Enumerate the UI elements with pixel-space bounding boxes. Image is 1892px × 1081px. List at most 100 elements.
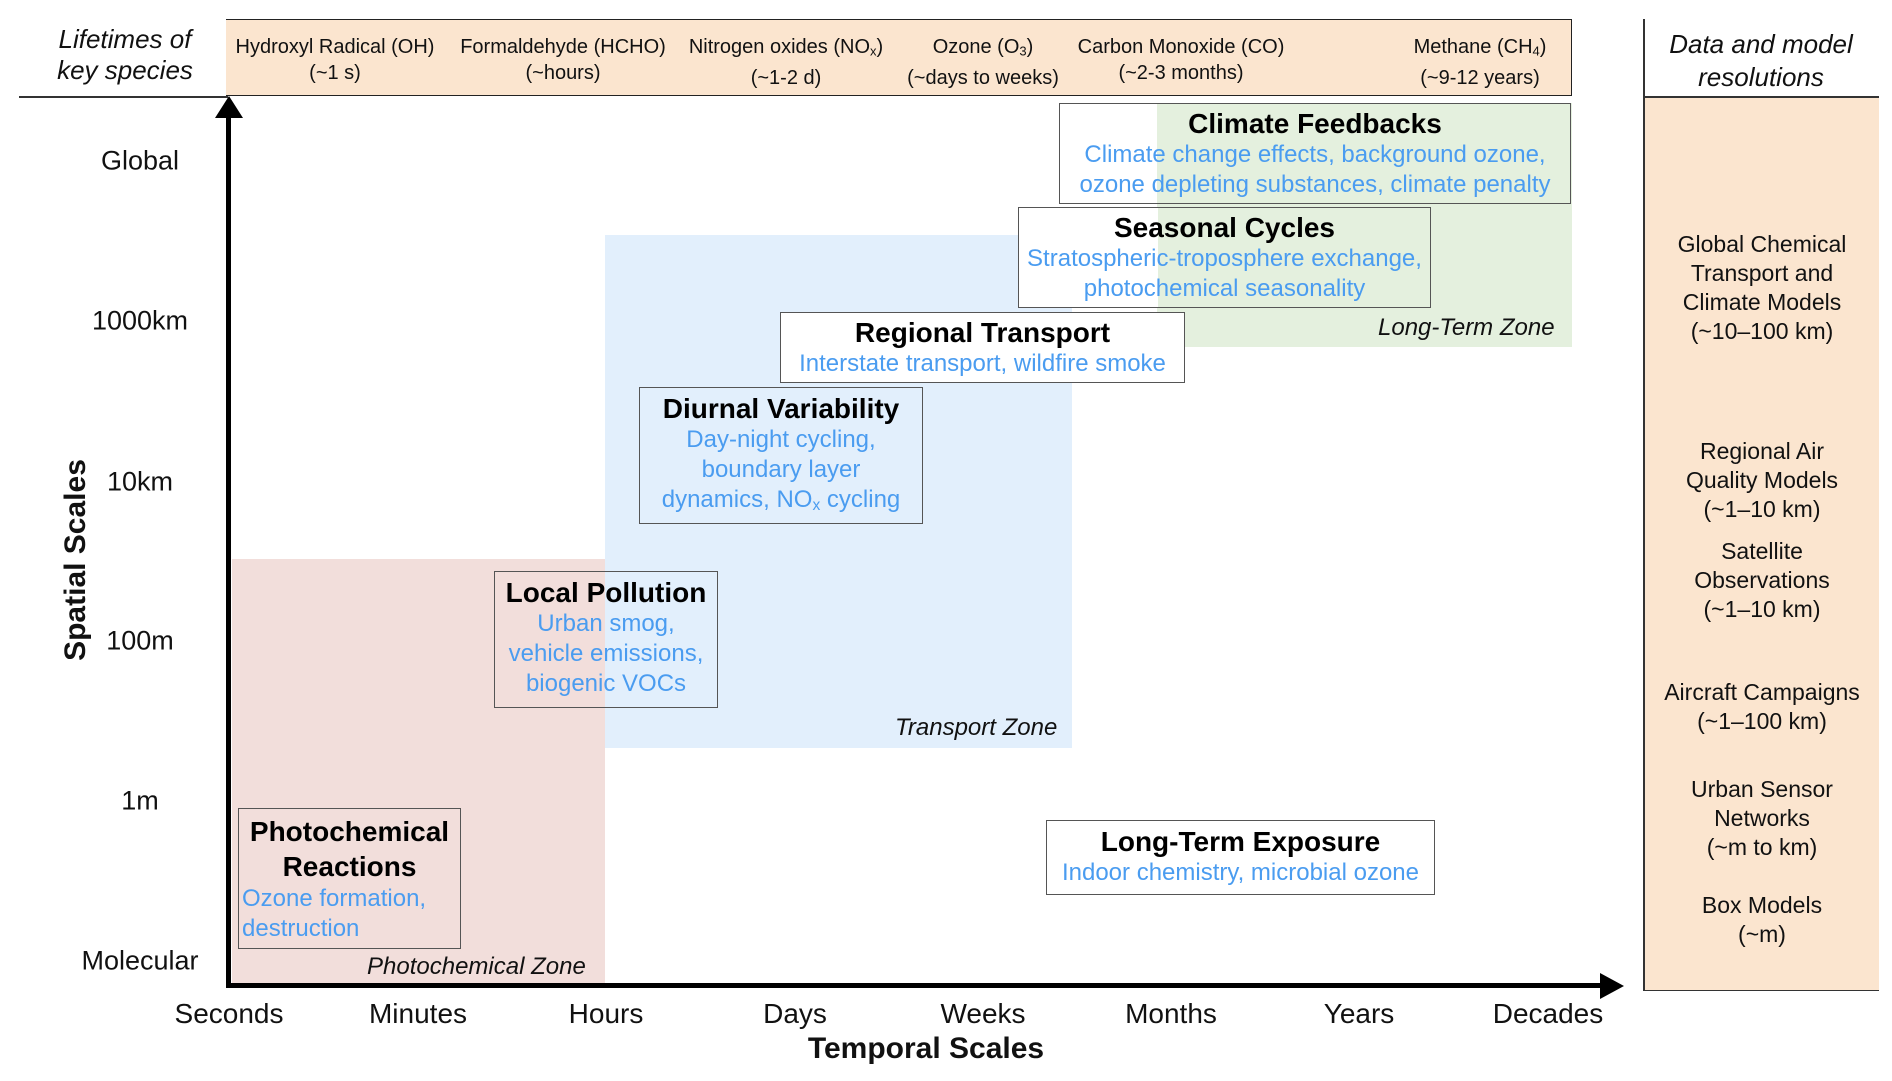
lifetimes-title-line2: key species bbox=[57, 55, 193, 85]
x-axis-line bbox=[226, 983, 1606, 988]
y-tick-1000km: 1000km bbox=[91, 305, 189, 336]
resolution-urban-sensors: Urban Sensor Networks (~m to km) bbox=[1645, 775, 1879, 862]
x-tick-hours: Hours bbox=[568, 998, 644, 1029]
species-lifetime: (~1 s) bbox=[309, 62, 361, 84]
x-tick-years: Years bbox=[1323, 998, 1395, 1029]
resolution-line: Regional Air bbox=[1699, 438, 1825, 464]
box-description: ozone depleting substances, climate pena… bbox=[1079, 171, 1551, 198]
resolution-box-models: Box Models (~m) bbox=[1645, 891, 1879, 949]
lifetimes-title-line1: Lifetimes of bbox=[58, 24, 192, 54]
long-term-zone-label: Long-Term Zone bbox=[1378, 314, 1555, 341]
box-description: photochemical seasonality bbox=[1083, 275, 1366, 302]
resolution-line: (~1–10 km) bbox=[1703, 496, 1821, 522]
box-title: Seasonal Cycles bbox=[1113, 212, 1336, 243]
local-pollution-box: Local Pollution Urban smog, vehicle emis… bbox=[494, 571, 718, 708]
photochemical-zone bbox=[232, 559, 605, 985]
resolutions-title-line2: resolutions bbox=[1698, 62, 1824, 92]
resolutions-title-line1: Data and model bbox=[1669, 29, 1853, 59]
species-oh: Hydroxyl Radical (OH) (~1 s) bbox=[236, 34, 435, 86]
resolution-line: Observations bbox=[1694, 567, 1830, 593]
box-title: Diurnal Variability bbox=[662, 393, 900, 424]
box-description: Interstate transport, wildfire smoke bbox=[799, 350, 1166, 377]
box-description: Indoor chemistry, microbial ozone bbox=[1061, 859, 1420, 886]
box-description: Urban smog, bbox=[537, 610, 675, 637]
header-divider-line bbox=[19, 96, 228, 98]
resolution-global-ctm: Global Chemical Transport and Climate Mo… bbox=[1645, 230, 1879, 346]
y-axis-line bbox=[226, 112, 231, 988]
desc-end: cycling bbox=[820, 486, 901, 513]
species-name: Nitrogen oxides (NOx) bbox=[689, 34, 883, 65]
desc-main: dynamics, NO bbox=[661, 486, 813, 513]
species-name: Carbon Monoxide (CO) bbox=[1077, 36, 1285, 58]
species-nox: Nitrogen oxides (NOx) (~1-2 d) bbox=[689, 34, 883, 91]
y-tick-global: Global bbox=[100, 145, 180, 176]
resolution-line: Transport and bbox=[1690, 260, 1834, 286]
resolution-line: Quality Models bbox=[1685, 467, 1839, 493]
box-title: Climate Feedbacks bbox=[1188, 108, 1442, 139]
resolution-line: Climate Models bbox=[1682, 289, 1842, 315]
box-description: Stratospheric-troposphere exchange, bbox=[1027, 245, 1422, 272]
resolution-line: Aircraft Campaigns bbox=[1664, 679, 1860, 705]
species-lifetime: (~9-12 years) bbox=[1420, 66, 1540, 89]
box-description: Climate change effects, background ozone… bbox=[1084, 141, 1546, 168]
species-name-end: ) bbox=[876, 36, 884, 58]
x-tick-days: Days bbox=[763, 998, 827, 1029]
box-description: Ozone formation, bbox=[242, 885, 427, 912]
resolutions-panel bbox=[1645, 98, 1879, 991]
x-tick-decades: Decades bbox=[1492, 998, 1604, 1029]
box-title: Regional Transport bbox=[854, 317, 1111, 348]
seasonal-cycles-box: Seasonal Cycles Stratospheric-tropospher… bbox=[1018, 207, 1431, 308]
x-axis-label: Temporal Scales bbox=[807, 1032, 1045, 1065]
x-axis-arrow-icon bbox=[1600, 973, 1624, 999]
species-co: Carbon Monoxide (CO) (~2-3 months) bbox=[1078, 34, 1285, 86]
species-hcho: Formaldehyde (HCHO) (~hours) bbox=[460, 34, 666, 86]
lifetimes-title: Lifetimes of key species bbox=[20, 24, 230, 86]
resolution-line: Box Models bbox=[1701, 892, 1823, 918]
box-description: dynamics, NOx cycling bbox=[640, 485, 922, 521]
photochemical-reactions-box: Photochemical Reactions Ozone formation,… bbox=[238, 808, 461, 949]
desc-subscript: x bbox=[812, 497, 821, 515]
transport-zone-label: Transport Zone bbox=[895, 714, 1058, 741]
species-lifetime: (~hours) bbox=[525, 62, 601, 84]
resolution-aircraft: Aircraft Campaigns (~1–100 km) bbox=[1645, 678, 1879, 736]
y-tick-molecular: Molecular bbox=[81, 945, 199, 976]
resolution-line: (~1–100 km) bbox=[1697, 708, 1827, 734]
x-tick-minutes: Minutes bbox=[368, 998, 468, 1029]
species-lifetime: (~2-3 months) bbox=[1118, 62, 1244, 84]
species-name: Formaldehyde (HCHO) bbox=[460, 36, 666, 58]
species-lifetime: (~days to weeks) bbox=[907, 66, 1059, 89]
resolutions-panel-top-border bbox=[1643, 96, 1879, 98]
box-description: vehicle emissions, bbox=[508, 640, 704, 667]
resolution-line: (~10–100 km) bbox=[1690, 318, 1834, 344]
box-description: biogenic VOCs bbox=[525, 670, 687, 697]
resolution-line: Satellite bbox=[1721, 538, 1803, 564]
species-lifetime: (~1-2 d) bbox=[750, 66, 822, 89]
box-description: boundary layer bbox=[701, 456, 861, 483]
y-tick-100m: 100m bbox=[106, 625, 174, 656]
y-tick-1m: 1m bbox=[121, 785, 159, 816]
resolution-line: Global Chemical bbox=[1677, 231, 1847, 257]
box-title: Local Pollution bbox=[505, 577, 707, 608]
species-name-subscript: 3 bbox=[1019, 43, 1027, 59]
box-title: Reactions bbox=[282, 851, 417, 882]
climate-feedbacks-box: Climate Feedbacks Climate change effects… bbox=[1059, 103, 1571, 204]
x-tick-weeks: Weeks bbox=[940, 998, 1026, 1029]
species-name-main: Methane (CH bbox=[1413, 36, 1533, 58]
species-name: Ozone (O3) bbox=[907, 34, 1059, 65]
y-axis-label: Spatial Scales bbox=[59, 459, 92, 661]
species-methane: Methane (CH4) (~9-12 years) bbox=[1414, 34, 1547, 91]
resolution-line: Networks bbox=[1714, 805, 1810, 831]
resolution-line: (~m) bbox=[1738, 921, 1786, 947]
species-name-main: Nitrogen oxides (NO bbox=[688, 36, 871, 58]
species-name: Methane (CH4) bbox=[1414, 34, 1547, 65]
species-name-subscript: 4 bbox=[1532, 43, 1540, 59]
box-description: destruction bbox=[242, 915, 360, 942]
y-tick-10km: 10km bbox=[106, 466, 174, 497]
species-name-subscript: x bbox=[870, 43, 877, 59]
long-term-exposure-box: Long-Term Exposure Indoor chemistry, mic… bbox=[1046, 820, 1435, 895]
diurnal-variability-box: Diurnal Variability Day-night cycling, b… bbox=[639, 387, 923, 524]
resolution-line: (~1–10 km) bbox=[1703, 596, 1821, 622]
species-name: Hydroxyl Radical (OH) bbox=[235, 36, 435, 58]
resolutions-title: Data and model resolutions bbox=[1645, 28, 1877, 94]
resolutions-panel-left-border bbox=[1643, 19, 1645, 991]
